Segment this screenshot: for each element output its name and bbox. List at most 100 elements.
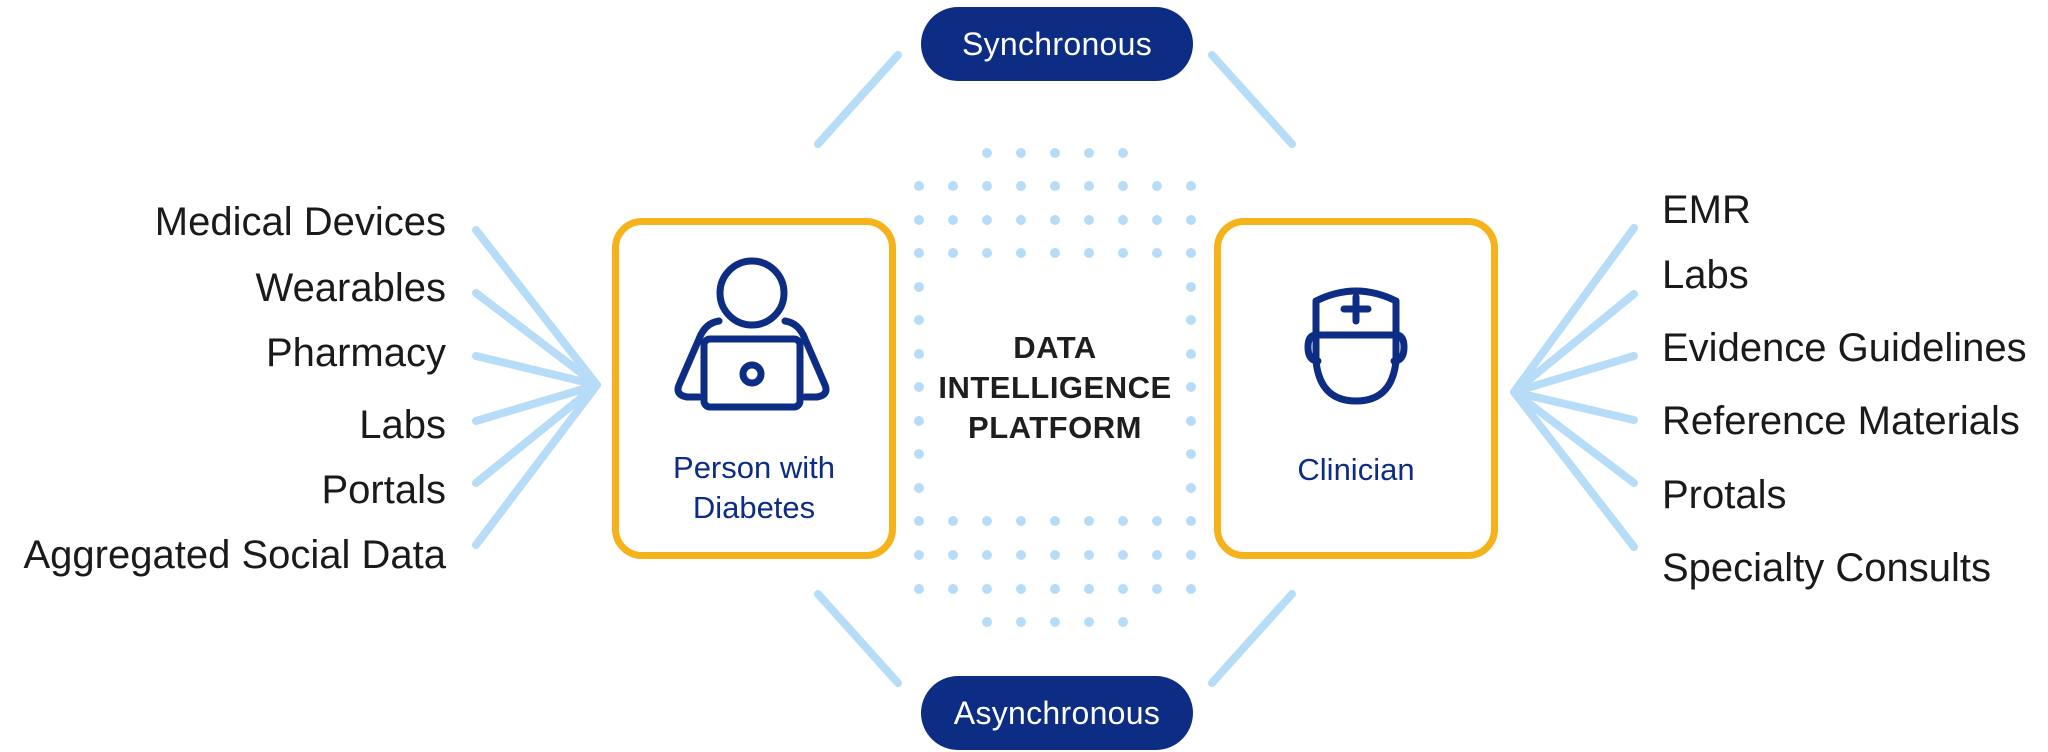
- fan-left-6: [472, 381, 601, 549]
- platform-dot: [982, 516, 992, 526]
- person-card-label: Person with Diabetes: [619, 448, 889, 528]
- right-source-reference-materials: Reference Materials: [1662, 399, 2020, 443]
- fan-left-1: [472, 226, 601, 389]
- platform-dot: [1016, 248, 1026, 258]
- platform-dot: [914, 315, 924, 325]
- right-source-protals: Protals: [1662, 473, 1787, 517]
- platform-dot: [914, 449, 924, 459]
- fan-left-3: [472, 352, 601, 389]
- fan-right-4: [1510, 388, 1638, 424]
- platform-dot: [1152, 181, 1162, 191]
- platform-dot: [1118, 617, 1128, 627]
- platform-dot: [1016, 550, 1026, 560]
- fan-left-2: [472, 289, 601, 389]
- platform-dot: [948, 248, 958, 258]
- platform-dot: [948, 584, 958, 594]
- person-card-line-2: Diabetes: [692, 490, 816, 525]
- platform-dot: [1118, 148, 1128, 158]
- platform-dot: [982, 148, 992, 158]
- link-top-left: [814, 51, 902, 148]
- fan-left-4: [472, 381, 601, 425]
- platform-dot: [1016, 617, 1026, 627]
- platform-dot: [1152, 584, 1162, 594]
- left-source-aggregated-social-data: Aggregated Social Data: [23, 533, 447, 577]
- platform-dot: [914, 483, 924, 493]
- platform-dot: [1084, 550, 1094, 560]
- fan-right-1: [1510, 224, 1638, 396]
- platform-dot: [1084, 617, 1094, 627]
- fan-right-3: [1510, 352, 1638, 396]
- platform-dot: [1118, 584, 1128, 594]
- platform-dot: [1016, 148, 1026, 158]
- clinician-card: Clinician: [1214, 218, 1498, 559]
- platform-dot: [1186, 584, 1196, 594]
- right-source-evidence-guidelines: Evidence Guidelines: [1662, 326, 2027, 370]
- platform-dot: [948, 550, 958, 560]
- left-source-pharmacy: Pharmacy: [265, 331, 446, 375]
- platform-dots: [914, 148, 1196, 627]
- link-bottom-left: [814, 590, 902, 687]
- platform-dot: [948, 215, 958, 225]
- fan-right-6: [1510, 388, 1638, 551]
- platform-dot: [1050, 550, 1060, 560]
- platform-dot: [982, 248, 992, 258]
- platform-label: DATA INTELLIGENCE PLATFORM: [935, 328, 1175, 448]
- platform-dot: [1118, 248, 1128, 258]
- person-laptop-icon: [674, 257, 830, 411]
- platform-dot: [1118, 181, 1128, 191]
- platform-dot: [914, 382, 924, 392]
- platform-line-1: DATA: [1013, 330, 1097, 365]
- platform-dot: [1016, 181, 1026, 191]
- platform-dot: [1016, 584, 1026, 594]
- platform-line-3: PLATFORM: [968, 410, 1142, 445]
- fan-right-5: [1510, 388, 1638, 487]
- platform-dot: [1084, 248, 1094, 258]
- right-source-emr: EMR: [1662, 188, 1751, 232]
- left-source-portals: Portals: [321, 468, 447, 512]
- platform-dot: [1084, 516, 1094, 526]
- platform-dot: [1186, 215, 1196, 225]
- left-source-labs: Labs: [359, 403, 446, 447]
- platform-dot: [914, 282, 924, 292]
- platform-dot: [948, 181, 958, 191]
- platform-dot: [1050, 248, 1060, 258]
- platform-dot: [914, 550, 924, 560]
- platform-dot: [1050, 617, 1060, 627]
- platform-dot: [1050, 148, 1060, 158]
- platform-dot: [1186, 382, 1196, 392]
- platform-dot: [1152, 248, 1162, 258]
- person-card-line-1: Person with: [673, 450, 835, 485]
- platform-dot: [948, 516, 958, 526]
- asynchronous-pill: Asynchronous: [921, 676, 1193, 750]
- platform-dot: [1186, 181, 1196, 191]
- platform-dot: [914, 416, 924, 426]
- platform-dot: [1084, 584, 1094, 594]
- right-source-labs: Labs: [1662, 253, 1749, 297]
- platform-dot: [914, 584, 924, 594]
- platform-dot: [1152, 516, 1162, 526]
- platform-dot: [982, 215, 992, 225]
- platform-dot: [1118, 516, 1128, 526]
- platform-dot: [1152, 550, 1162, 560]
- link-bottom-right: [1208, 590, 1296, 687]
- platform-dot: [1084, 148, 1094, 158]
- platform-dot: [1016, 215, 1026, 225]
- link-top-right: [1208, 51, 1296, 148]
- left-source-medical-devices: Medical Devices: [154, 200, 446, 244]
- platform-dot: [914, 181, 924, 191]
- platform-dot: [914, 248, 924, 258]
- platform-dot: [1016, 516, 1026, 526]
- platform-dot: [914, 349, 924, 359]
- fan-right-2: [1510, 290, 1638, 396]
- platform-dot: [982, 550, 992, 560]
- platform-dot: [1186, 349, 1196, 359]
- platform-dot: [1084, 215, 1094, 225]
- platform-dot: [1050, 516, 1060, 526]
- platform-dot: [1050, 584, 1060, 594]
- platform-dot: [1084, 181, 1094, 191]
- platform-dot: [914, 215, 924, 225]
- fan-left-5: [472, 381, 601, 487]
- person-card: Person with Diabetes: [612, 218, 896, 559]
